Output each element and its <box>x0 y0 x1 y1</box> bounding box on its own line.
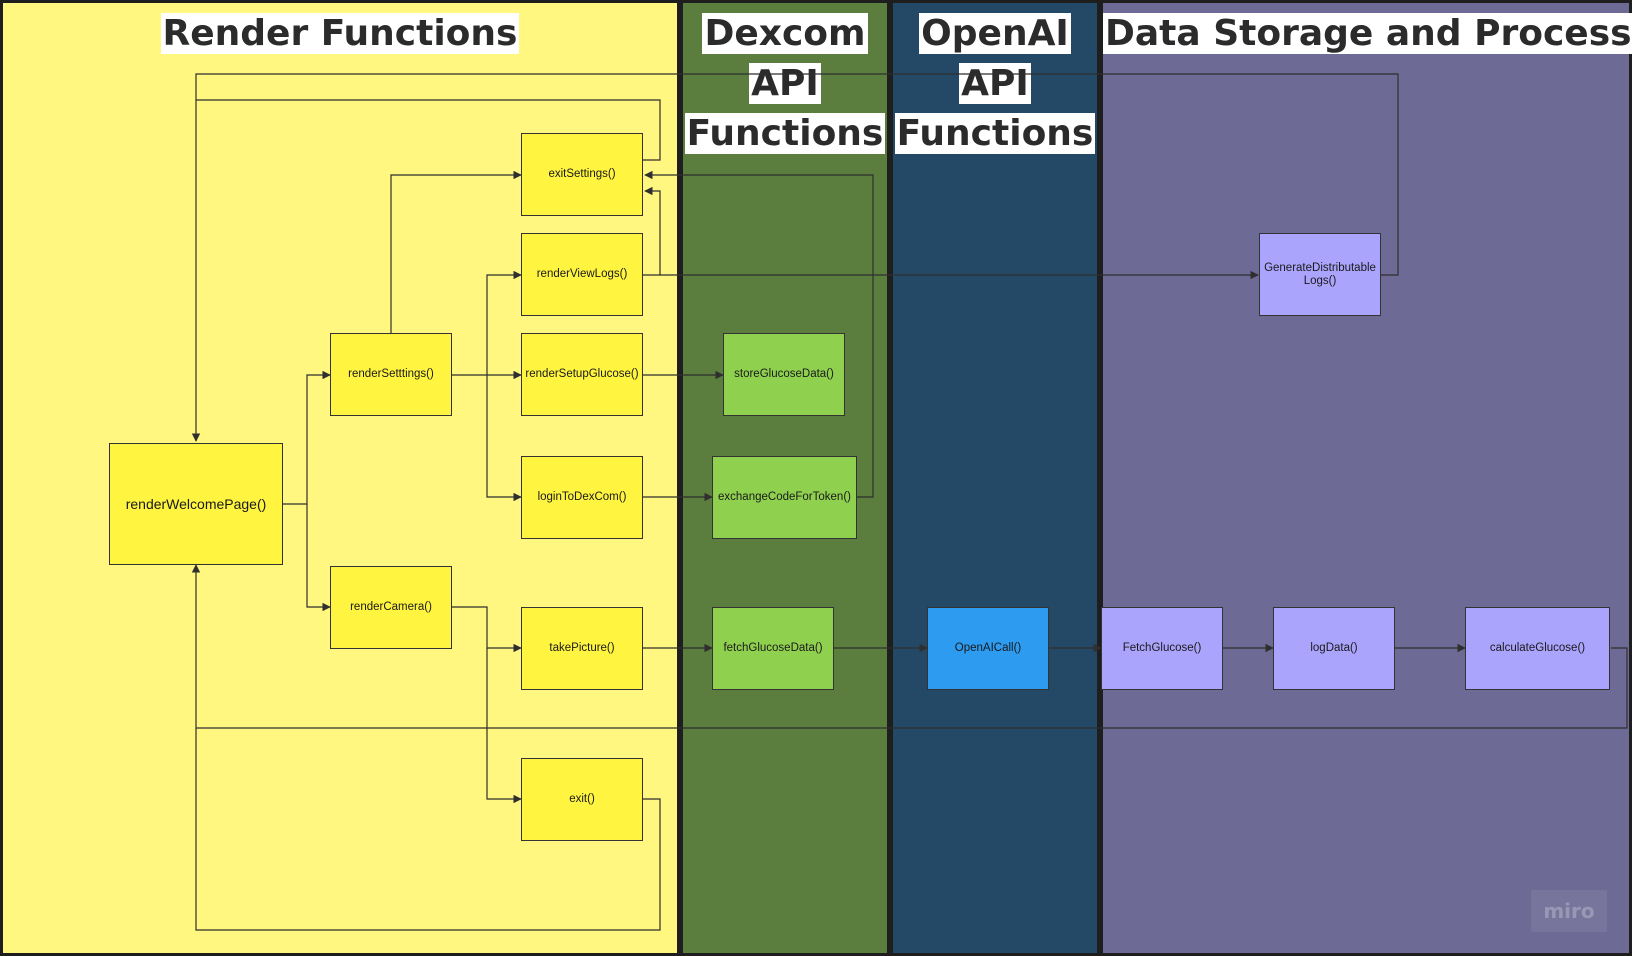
node-calculate-glucose[interactable]: calculateGlucose() <box>1465 607 1610 690</box>
node-exit[interactable]: exit() <box>521 758 643 841</box>
node-label: calculateGlucose() <box>1489 642 1586 654</box>
lane-title-openai-text: OpenAI API Functions <box>894 13 1096 154</box>
node-openai-call[interactable]: OpenAICall() <box>927 607 1049 690</box>
watermark-text: miro <box>1543 899 1595 923</box>
node-label: renderViewLogs() <box>536 268 628 280</box>
lane-openai-api: OpenAI API Functions <box>893 3 1097 953</box>
node-take-picture[interactable]: takePicture() <box>521 607 643 690</box>
node-label: storeGlucoseData() <box>734 368 834 380</box>
node-exchange-code-for-token[interactable]: exchangeCodeForToken() <box>712 456 857 539</box>
node-render-view-logs[interactable]: renderViewLogs() <box>521 233 643 316</box>
lane-title-storage-text: Data Storage and Processing <box>1103 13 1632 54</box>
node-label: GenerateDistributable Logs() <box>1264 261 1376 287</box>
lane-title-storage: Data Storage and Processing <box>1103 9 1632 59</box>
lane-title-render-text: Render Functions <box>160 13 520 54</box>
node-label: exitSettings() <box>548 168 616 180</box>
node-label: renderSetupGlucose() <box>525 368 639 380</box>
node-render-welcome-page[interactable]: renderWelcomePage() <box>109 443 283 565</box>
lane-data-storage: Data Storage and Processing <box>1103 3 1632 953</box>
node-fetch-glucose-data[interactable]: fetchGlucoseData() <box>712 607 834 690</box>
node-label: exit() <box>569 793 595 805</box>
node-render-settings[interactable]: renderSetttings() <box>330 333 452 416</box>
node-fetch-glucose[interactable]: FetchGlucose() <box>1101 607 1223 690</box>
node-label: takePicture() <box>549 642 615 654</box>
node-login-to-dexcom[interactable]: loginToDexCom() <box>521 456 643 539</box>
lane-title-render: Render Functions <box>3 9 677 59</box>
node-label: fetchGlucoseData() <box>723 642 823 654</box>
node-label: renderWelcomePage() <box>125 495 267 512</box>
node-render-camera[interactable]: renderCamera() <box>330 566 452 649</box>
node-render-setup-glucose[interactable]: renderSetupGlucose() <box>521 333 643 416</box>
lane-title-openai: OpenAI API Functions <box>893 9 1097 159</box>
miro-watermark: miro <box>1531 890 1607 932</box>
node-generate-distributable-logs[interactable]: GenerateDistributable Logs() <box>1259 233 1381 316</box>
node-log-data[interactable]: logData() <box>1273 607 1395 690</box>
node-store-glucose-data[interactable]: storeGlucoseData() <box>723 333 845 416</box>
node-label: loginToDexCom() <box>537 491 627 503</box>
node-label: renderSetttings() <box>348 368 434 380</box>
node-label: logData() <box>1310 642 1358 654</box>
node-exit-settings[interactable]: exitSettings() <box>521 133 643 216</box>
node-label: FetchGlucose() <box>1122 642 1202 654</box>
node-label: exchangeCodeForToken() <box>718 491 851 503</box>
lane-title-dexcom-text: Dexcom API Functions <box>684 13 886 154</box>
node-label: OpenAICall() <box>954 642 1022 654</box>
lane-title-dexcom: Dexcom API Functions <box>683 9 887 159</box>
node-label: renderCamera() <box>350 601 432 613</box>
